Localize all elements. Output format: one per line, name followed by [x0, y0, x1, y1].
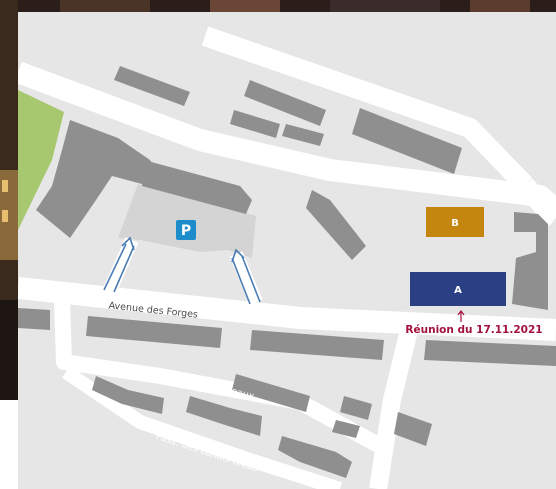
road-ramp-left	[103, 237, 139, 293]
road-abram	[201, 26, 533, 192]
site-map[interactable]: B A Réunion du 17.11.2021 P Rue Abram-Lo…	[18, 12, 556, 489]
access-arrow-head	[231, 248, 245, 263]
building	[186, 396, 262, 436]
background-photo-left	[0, 0, 18, 400]
access-arrow-icon	[103, 243, 127, 291]
road-bouleaux	[54, 299, 384, 454]
access-arrow-icon	[231, 257, 251, 305]
building	[18, 308, 50, 330]
sports-field	[18, 90, 64, 230]
building-a[interactable]	[410, 272, 506, 306]
building	[92, 376, 164, 414]
map-background	[18, 12, 556, 489]
background-photo-top	[0, 0, 556, 12]
building	[142, 160, 252, 214]
road-east	[517, 178, 556, 226]
access-arrow-head	[121, 236, 135, 251]
building	[424, 340, 556, 366]
building-a-label: A	[454, 285, 462, 296]
building	[36, 120, 158, 238]
building	[230, 110, 280, 138]
buildings	[18, 66, 556, 478]
building	[244, 80, 326, 126]
road-forges	[18, 277, 556, 341]
meeting-label: Réunion du 17.11.2021	[405, 324, 542, 336]
up-arrow-icon	[457, 310, 465, 322]
access-arrow-icon	[241, 255, 261, 303]
road-vertical	[369, 323, 419, 489]
building	[340, 396, 372, 420]
building	[512, 212, 548, 310]
building	[232, 374, 310, 412]
building	[278, 436, 352, 478]
building	[250, 330, 384, 360]
building	[394, 412, 432, 446]
road-ramp-right	[229, 251, 263, 305]
roads	[18, 26, 556, 489]
svg-text:P: P	[181, 223, 191, 239]
building-b-label: B	[451, 218, 459, 229]
building	[86, 316, 222, 348]
building	[282, 124, 324, 146]
building-b[interactable]	[426, 207, 484, 237]
access-arrow-icon	[113, 245, 135, 293]
building	[114, 66, 190, 106]
building	[352, 108, 462, 174]
building	[306, 190, 366, 260]
building	[332, 420, 360, 438]
parking-icon[interactable]: P	[176, 220, 196, 240]
road-lundis	[62, 366, 343, 489]
access-arrows	[103, 236, 261, 305]
